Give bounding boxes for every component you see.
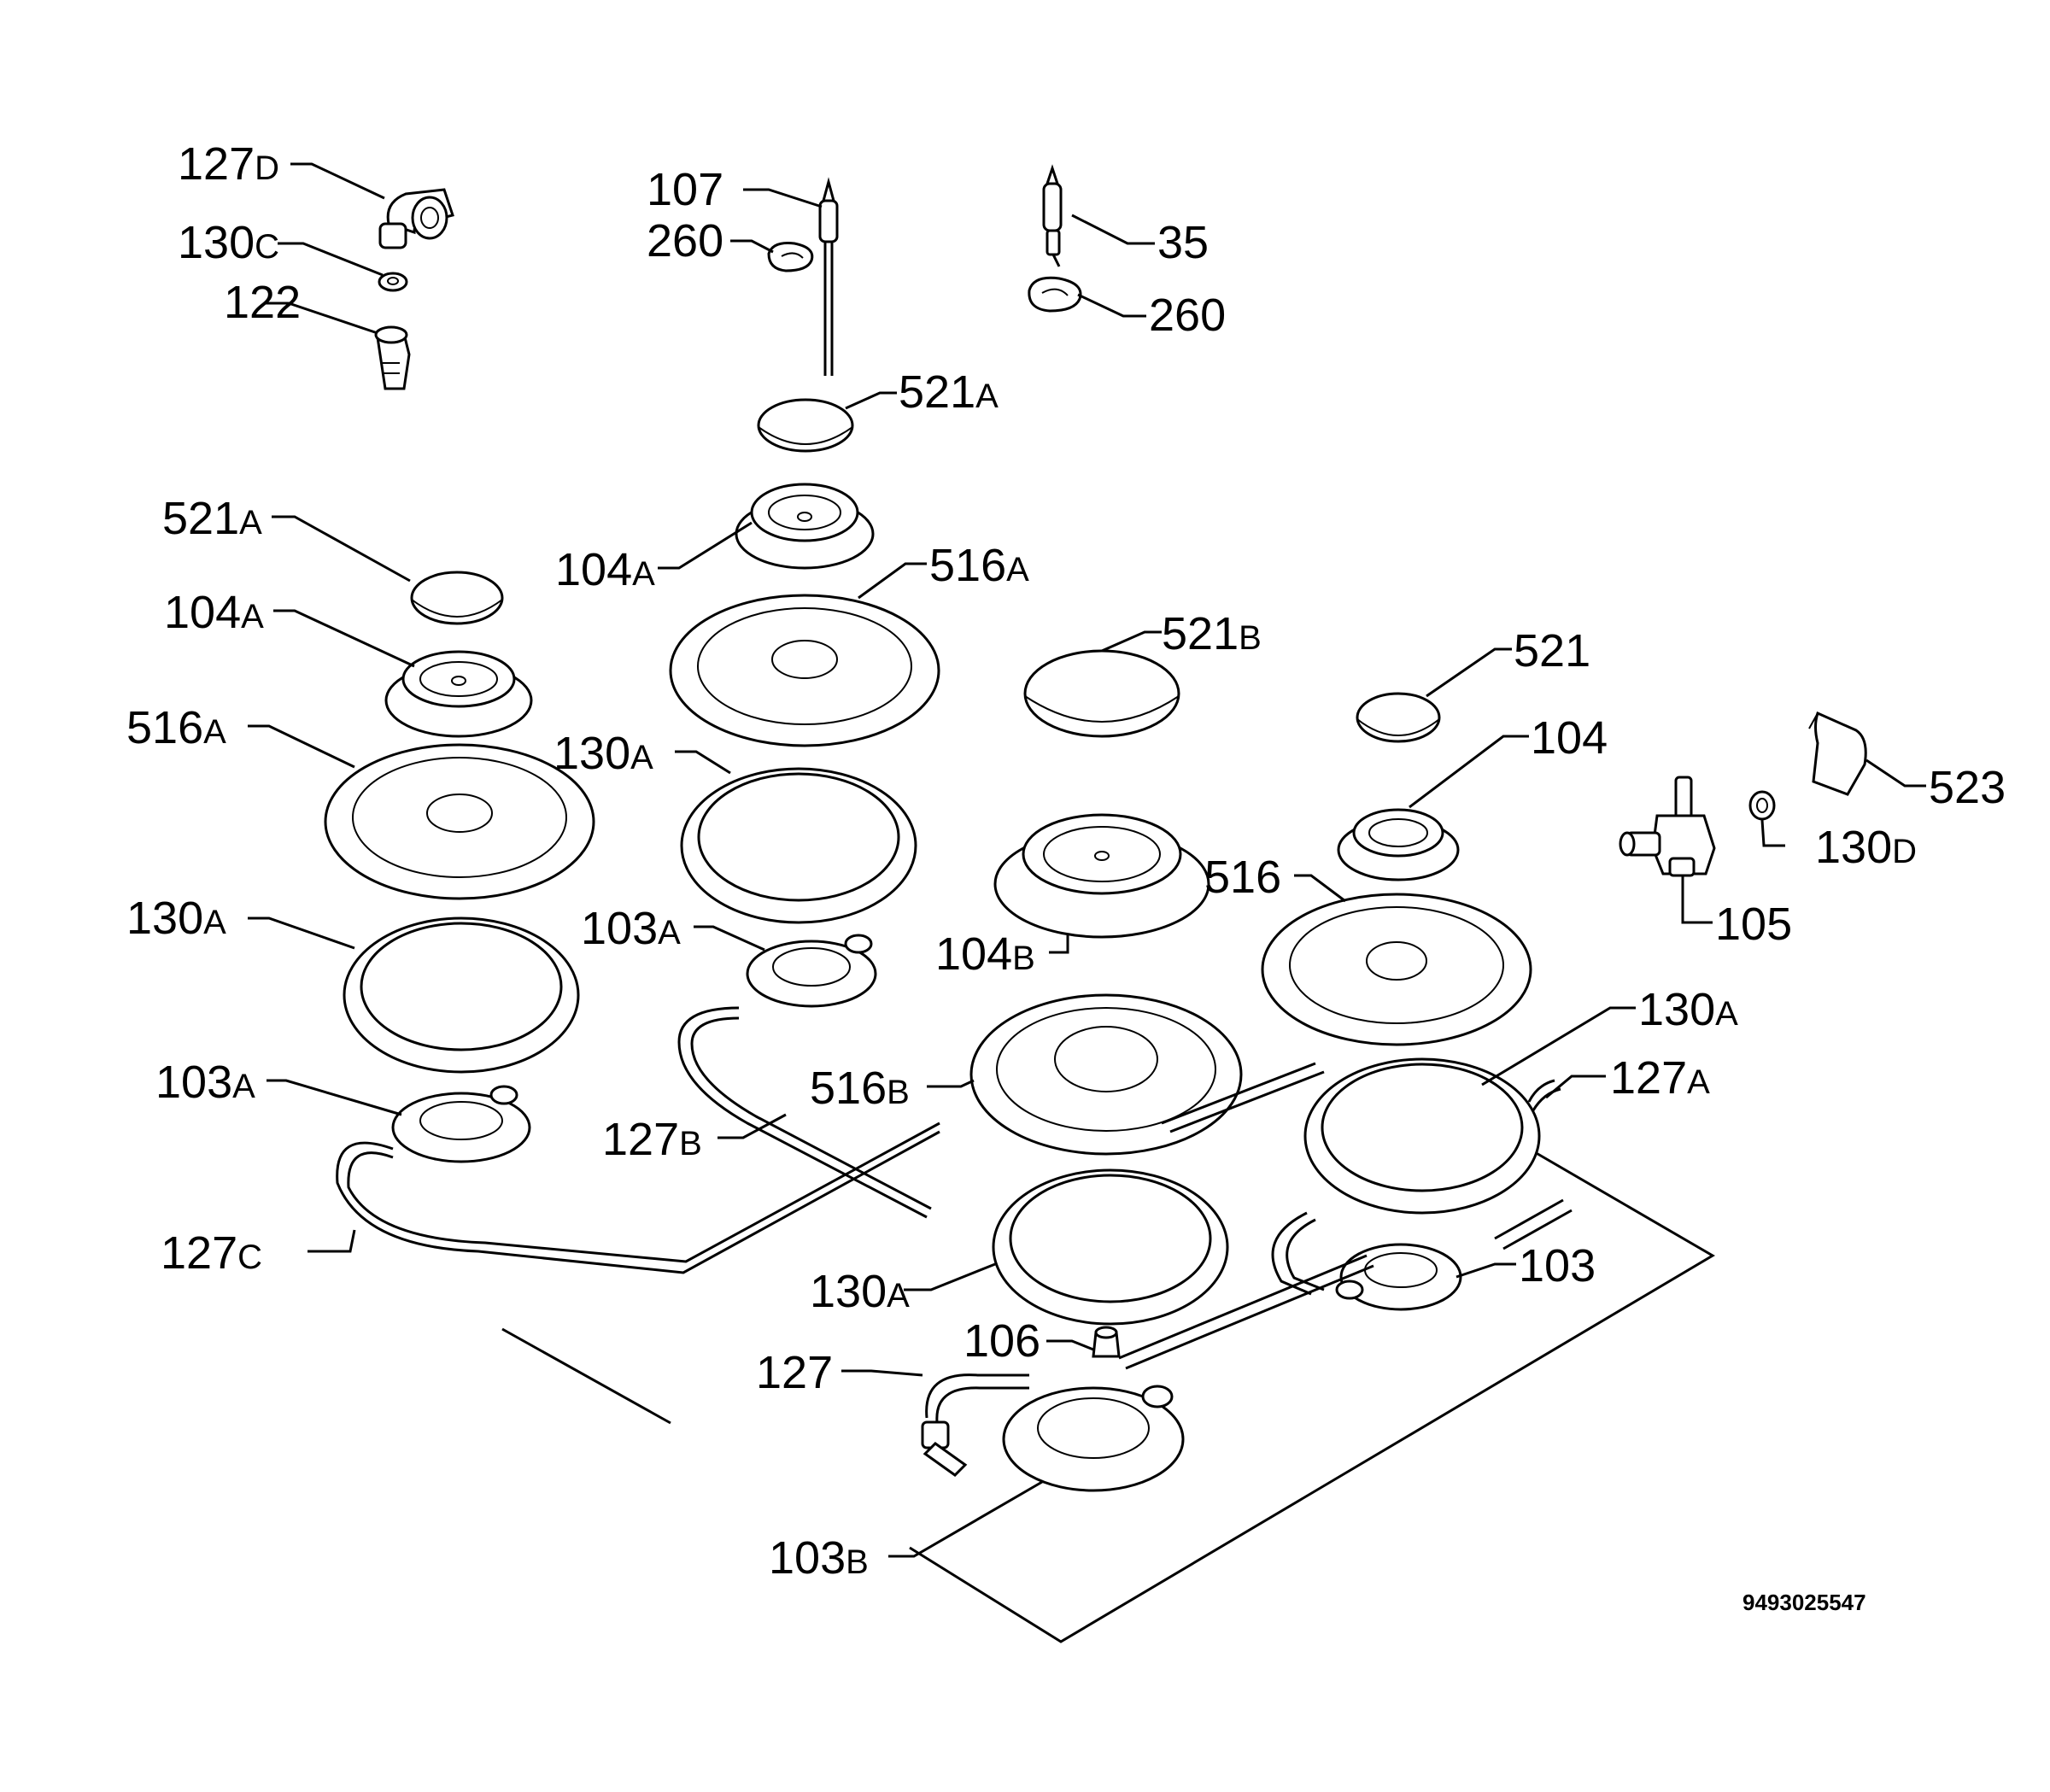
- burner-cap-521A-top: [757, 398, 854, 453]
- label-127: 127: [756, 1347, 833, 1398]
- label-127B: 127B: [602, 1114, 702, 1165]
- label-104B: 104B: [935, 928, 1035, 980]
- label-103: 103: [1519, 1240, 1596, 1291]
- label-516A-left: 516A: [126, 702, 226, 753]
- label-107: 107: [647, 164, 723, 215]
- label-521: 521: [1514, 625, 1590, 676]
- label-130A-bottom: 130A: [810, 1266, 910, 1317]
- label-122: 122: [224, 277, 301, 328]
- label-521A-top: 521A: [899, 366, 999, 418]
- burner-cap-521A-left: [410, 571, 504, 625]
- connector-122: [374, 325, 411, 390]
- document-number: 9493025547: [1742, 1590, 1866, 1615]
- label-130A-left: 130A: [126, 893, 226, 944]
- label-127A: 127A: [1610, 1052, 1710, 1104]
- burner-cover-516A-mid: [669, 594, 940, 747]
- label-127C: 127C: [161, 1227, 262, 1279]
- label-127D: 127D: [178, 138, 279, 190]
- burner-crown-104B: [993, 813, 1210, 939]
- label-130A-mid: 130A: [554, 728, 653, 779]
- label-130C: 130C: [178, 217, 279, 268]
- label-521A-left: 521A: [162, 493, 262, 544]
- part-labels: 127D 130C 122 107 260 35 260 521A 521A 1…: [126, 138, 2006, 1615]
- label-130D: 130D: [1815, 822, 1917, 873]
- burner-cover-516: [1261, 893, 1532, 1046]
- burner-cover-516A-left: [324, 743, 595, 900]
- gas-pipe-127C: [336, 1121, 940, 1274]
- seal-ring-130A-left: [343, 916, 580, 1074]
- clip-260-right: [1028, 276, 1082, 313]
- gas-pipe-127A: [1271, 1079, 1573, 1296]
- washer-130C: [378, 272, 408, 292]
- seal-ring-130A-right: [1303, 1057, 1541, 1215]
- label-105: 105: [1715, 899, 1792, 950]
- bracket-523: [1808, 711, 1867, 796]
- burner-cap-521: [1356, 692, 1441, 743]
- ignition-plug-35: [1042, 164, 1063, 267]
- gas-pipe-long: [1118, 1062, 1374, 1370]
- label-35: 35: [1157, 217, 1209, 268]
- label-521B: 521B: [1162, 608, 1262, 659]
- burner-body-103B: [1002, 1385, 1185, 1492]
- seal-ring-130A-bottom: [992, 1168, 1229, 1326]
- burner-crown-104A-left: [384, 650, 533, 738]
- clip-260-top: [767, 242, 814, 272]
- label-104: 104: [1531, 712, 1608, 764]
- burner-body-103A-mid: [746, 934, 877, 1008]
- label-516: 516: [1204, 852, 1281, 903]
- gas-pipe-127: [921, 1373, 1029, 1477]
- label-260-top: 260: [647, 215, 723, 266]
- label-260-right: 260: [1149, 290, 1226, 341]
- elbow-fitting-127D: [378, 188, 454, 249]
- gas-pipe-127B: [677, 1006, 932, 1219]
- label-523: 523: [1929, 762, 2006, 813]
- label-103A-left: 103A: [155, 1057, 255, 1108]
- thermocouple-107: [818, 177, 839, 376]
- burner-cap-521B: [1023, 649, 1180, 738]
- gas-valve-105: [1619, 776, 1716, 877]
- label-103A-mid: 103A: [581, 903, 681, 954]
- label-104A-left: 104A: [164, 587, 264, 638]
- burner-crown-104: [1337, 808, 1460, 881]
- washer-130D: [1748, 790, 1776, 821]
- label-106: 106: [964, 1315, 1040, 1367]
- label-516B: 516B: [810, 1063, 910, 1114]
- label-103B: 103B: [769, 1532, 869, 1584]
- label-104A-mid: 104A: [555, 544, 655, 595]
- label-516A-mid: 516A: [929, 540, 1029, 591]
- seal-ring-130A-mid: [680, 767, 917, 924]
- leader-lines: [248, 162, 1926, 1558]
- label-130A-right: 130A: [1638, 984, 1738, 1035]
- injector-106: [1092, 1326, 1121, 1358]
- burner-cover-516B: [969, 993, 1243, 1156]
- burner-body-103: [1335, 1243, 1462, 1311]
- burner-crown-104A-mid: [735, 483, 875, 570]
- burner-body-103A-left: [391, 1085, 531, 1163]
- cooktop-outline: [501, 1147, 1715, 1643]
